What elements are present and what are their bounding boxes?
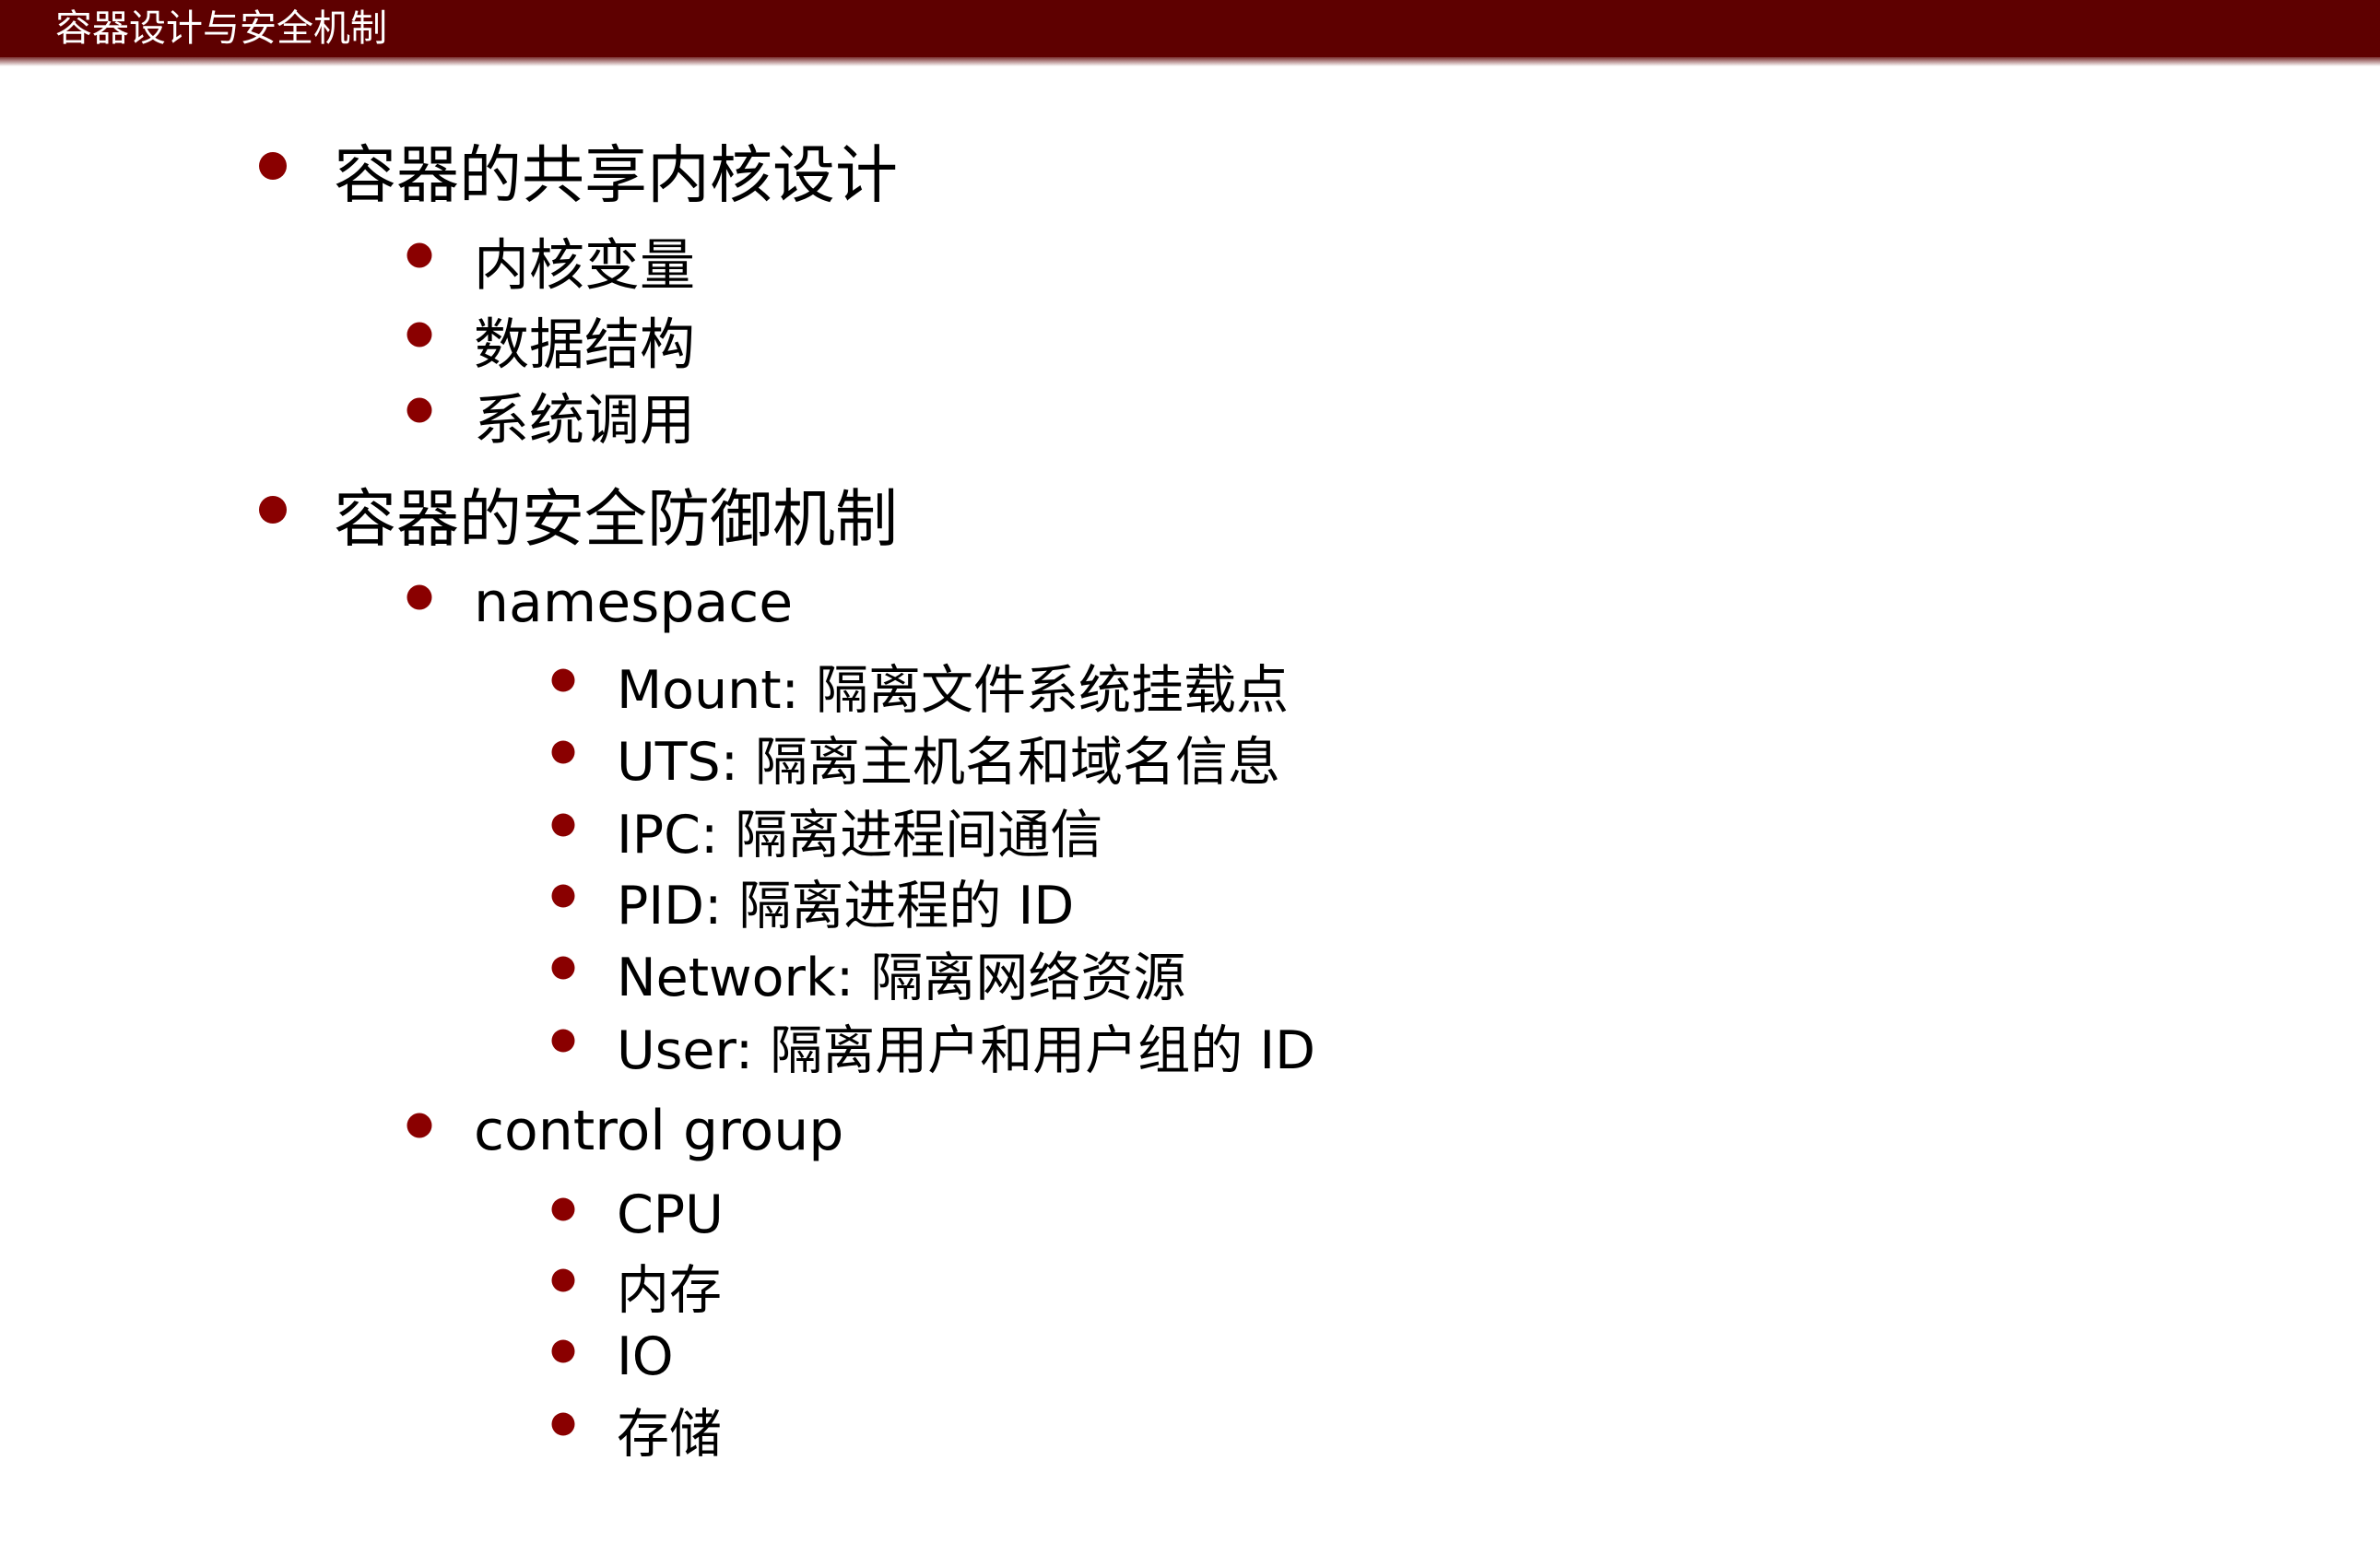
bullet-icon	[551, 1412, 575, 1436]
list-item-level-3: Network: 隔离网络资源	[617, 948, 1186, 1008]
bullet-icon	[406, 322, 432, 348]
slide-header: 容器设计与安全机制	[0, 0, 2380, 57]
bullet-icon	[551, 1197, 575, 1221]
list-item-level-2: control group	[474, 1099, 844, 1163]
list-item-level-3: IO	[617, 1326, 674, 1387]
bullet-icon	[406, 584, 432, 610]
list-item-level-3: User: 隔离用户和用户组的 ID	[617, 1020, 1316, 1081]
list-item-level-3: 存储	[617, 1404, 722, 1465]
bullet-icon	[551, 1268, 575, 1292]
list-item-level-2: 系统调用	[474, 388, 695, 454]
bullet-icon	[406, 242, 432, 268]
list-item-level-3: UTS: 隔离主机名和域名信息	[617, 732, 1281, 793]
list-item-level-3: PID: 隔离进程的 ID	[617, 876, 1075, 937]
bullet-icon	[551, 1339, 575, 1363]
bullet-icon	[551, 884, 575, 908]
bullet-icon	[259, 152, 287, 180]
bullet-icon	[551, 956, 575, 980]
slide-title: 容器设计与安全机制	[55, 8, 387, 49]
header-shadow	[0, 57, 2380, 66]
list-item-level-3: 内存	[617, 1260, 722, 1321]
bullet-icon	[551, 740, 575, 764]
bullet-icon	[406, 397, 432, 423]
list-item-level-3: Mount: 隔离文件系统挂载点	[617, 660, 1289, 721]
list-item-level-2: 内核变量	[474, 233, 695, 299]
list-item-level-1: 容器的安全防御机制	[334, 483, 899, 557]
list-item-level-2: 数据结构	[474, 312, 695, 378]
list-item-level-3: CPU	[617, 1184, 724, 1245]
bullet-icon	[551, 1029, 575, 1053]
list-item-level-1: 容器的共享内核设计	[334, 139, 899, 213]
bullet-icon	[551, 668, 575, 692]
bullet-icon	[551, 813, 575, 837]
list-item-level-2: namespace	[474, 571, 794, 635]
list-item-level-3: IPC: 隔离进程间通信	[617, 805, 1103, 866]
bullet-icon	[406, 1113, 432, 1138]
bullet-icon	[259, 496, 287, 524]
